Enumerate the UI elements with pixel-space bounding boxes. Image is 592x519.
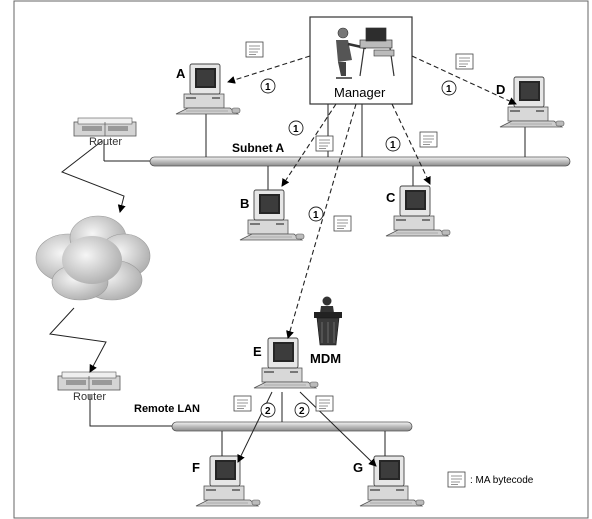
router-top [73,117,137,137]
node-label-f: F [192,460,200,475]
router-bottom-link [89,394,172,427]
legend-text: : MA bytecode [470,475,534,486]
step-badge-2: 2 [294,402,310,418]
node-label-b: B [240,196,249,211]
step-badge-1: 1 [385,136,401,152]
svg-text:1: 1 [390,140,396,151]
step-badge-2: 2 [260,402,276,418]
workstation-d: D [496,76,565,128]
wan-link-bottom [48,307,107,373]
ma-bytecode-doc [233,395,252,412]
node-label-e: E [253,344,262,359]
workstation-b: B [239,189,305,241]
remote-lan-label: Remote LAN [134,403,200,415]
node-label-c: C [386,190,396,205]
step-badge-1: 1 [308,206,324,222]
workstation-f: F [192,455,261,507]
manager-person-icon [336,27,395,79]
manager-label: Manager [334,85,386,100]
workstation-g: G [353,455,425,507]
legend-doc-icon [447,471,466,488]
subnet-a-label: Subnet A [232,141,285,155]
router-top-label: Router [89,136,122,148]
internet-cloud [35,215,151,301]
svg-text:1: 1 [293,124,299,135]
step-badge-1: 1 [288,120,304,136]
wan-link-top [60,140,126,213]
outer-frame [13,0,589,519]
ma-bytecode-doc [333,215,352,232]
workstation-e: E [253,337,319,389]
mdm-label: MDM [310,351,341,366]
node-label-g: G [353,460,363,475]
router-bottom [57,371,121,391]
workstation-c: C [385,185,451,237]
ma-bytecode-doc [315,395,334,412]
svg-text:1: 1 [313,210,319,221]
legend: : MA bytecode [447,471,534,488]
node-label-a: A [176,66,186,81]
manager-box [309,16,413,105]
svg-text:2: 2 [265,406,271,417]
svg-text:2: 2 [299,406,305,417]
ma-bytecode-doc [455,53,474,70]
workstation-a: A [175,63,241,115]
step-badge-1: 1 [441,80,457,96]
migration-arrows-step1 [227,55,517,339]
remote-lan-bus [171,421,413,432]
ma-bytecode-doc [315,135,334,152]
ma-bytecode-doc [245,41,264,58]
node-label-d: D [496,82,505,97]
ma-bytecode-doc [419,131,438,148]
svg-text:1: 1 [265,82,271,93]
svg-text:1: 1 [446,84,452,95]
step-badge-1: 1 [260,78,276,94]
subnet-a-bus [149,156,571,167]
mdm-icon [314,296,342,346]
